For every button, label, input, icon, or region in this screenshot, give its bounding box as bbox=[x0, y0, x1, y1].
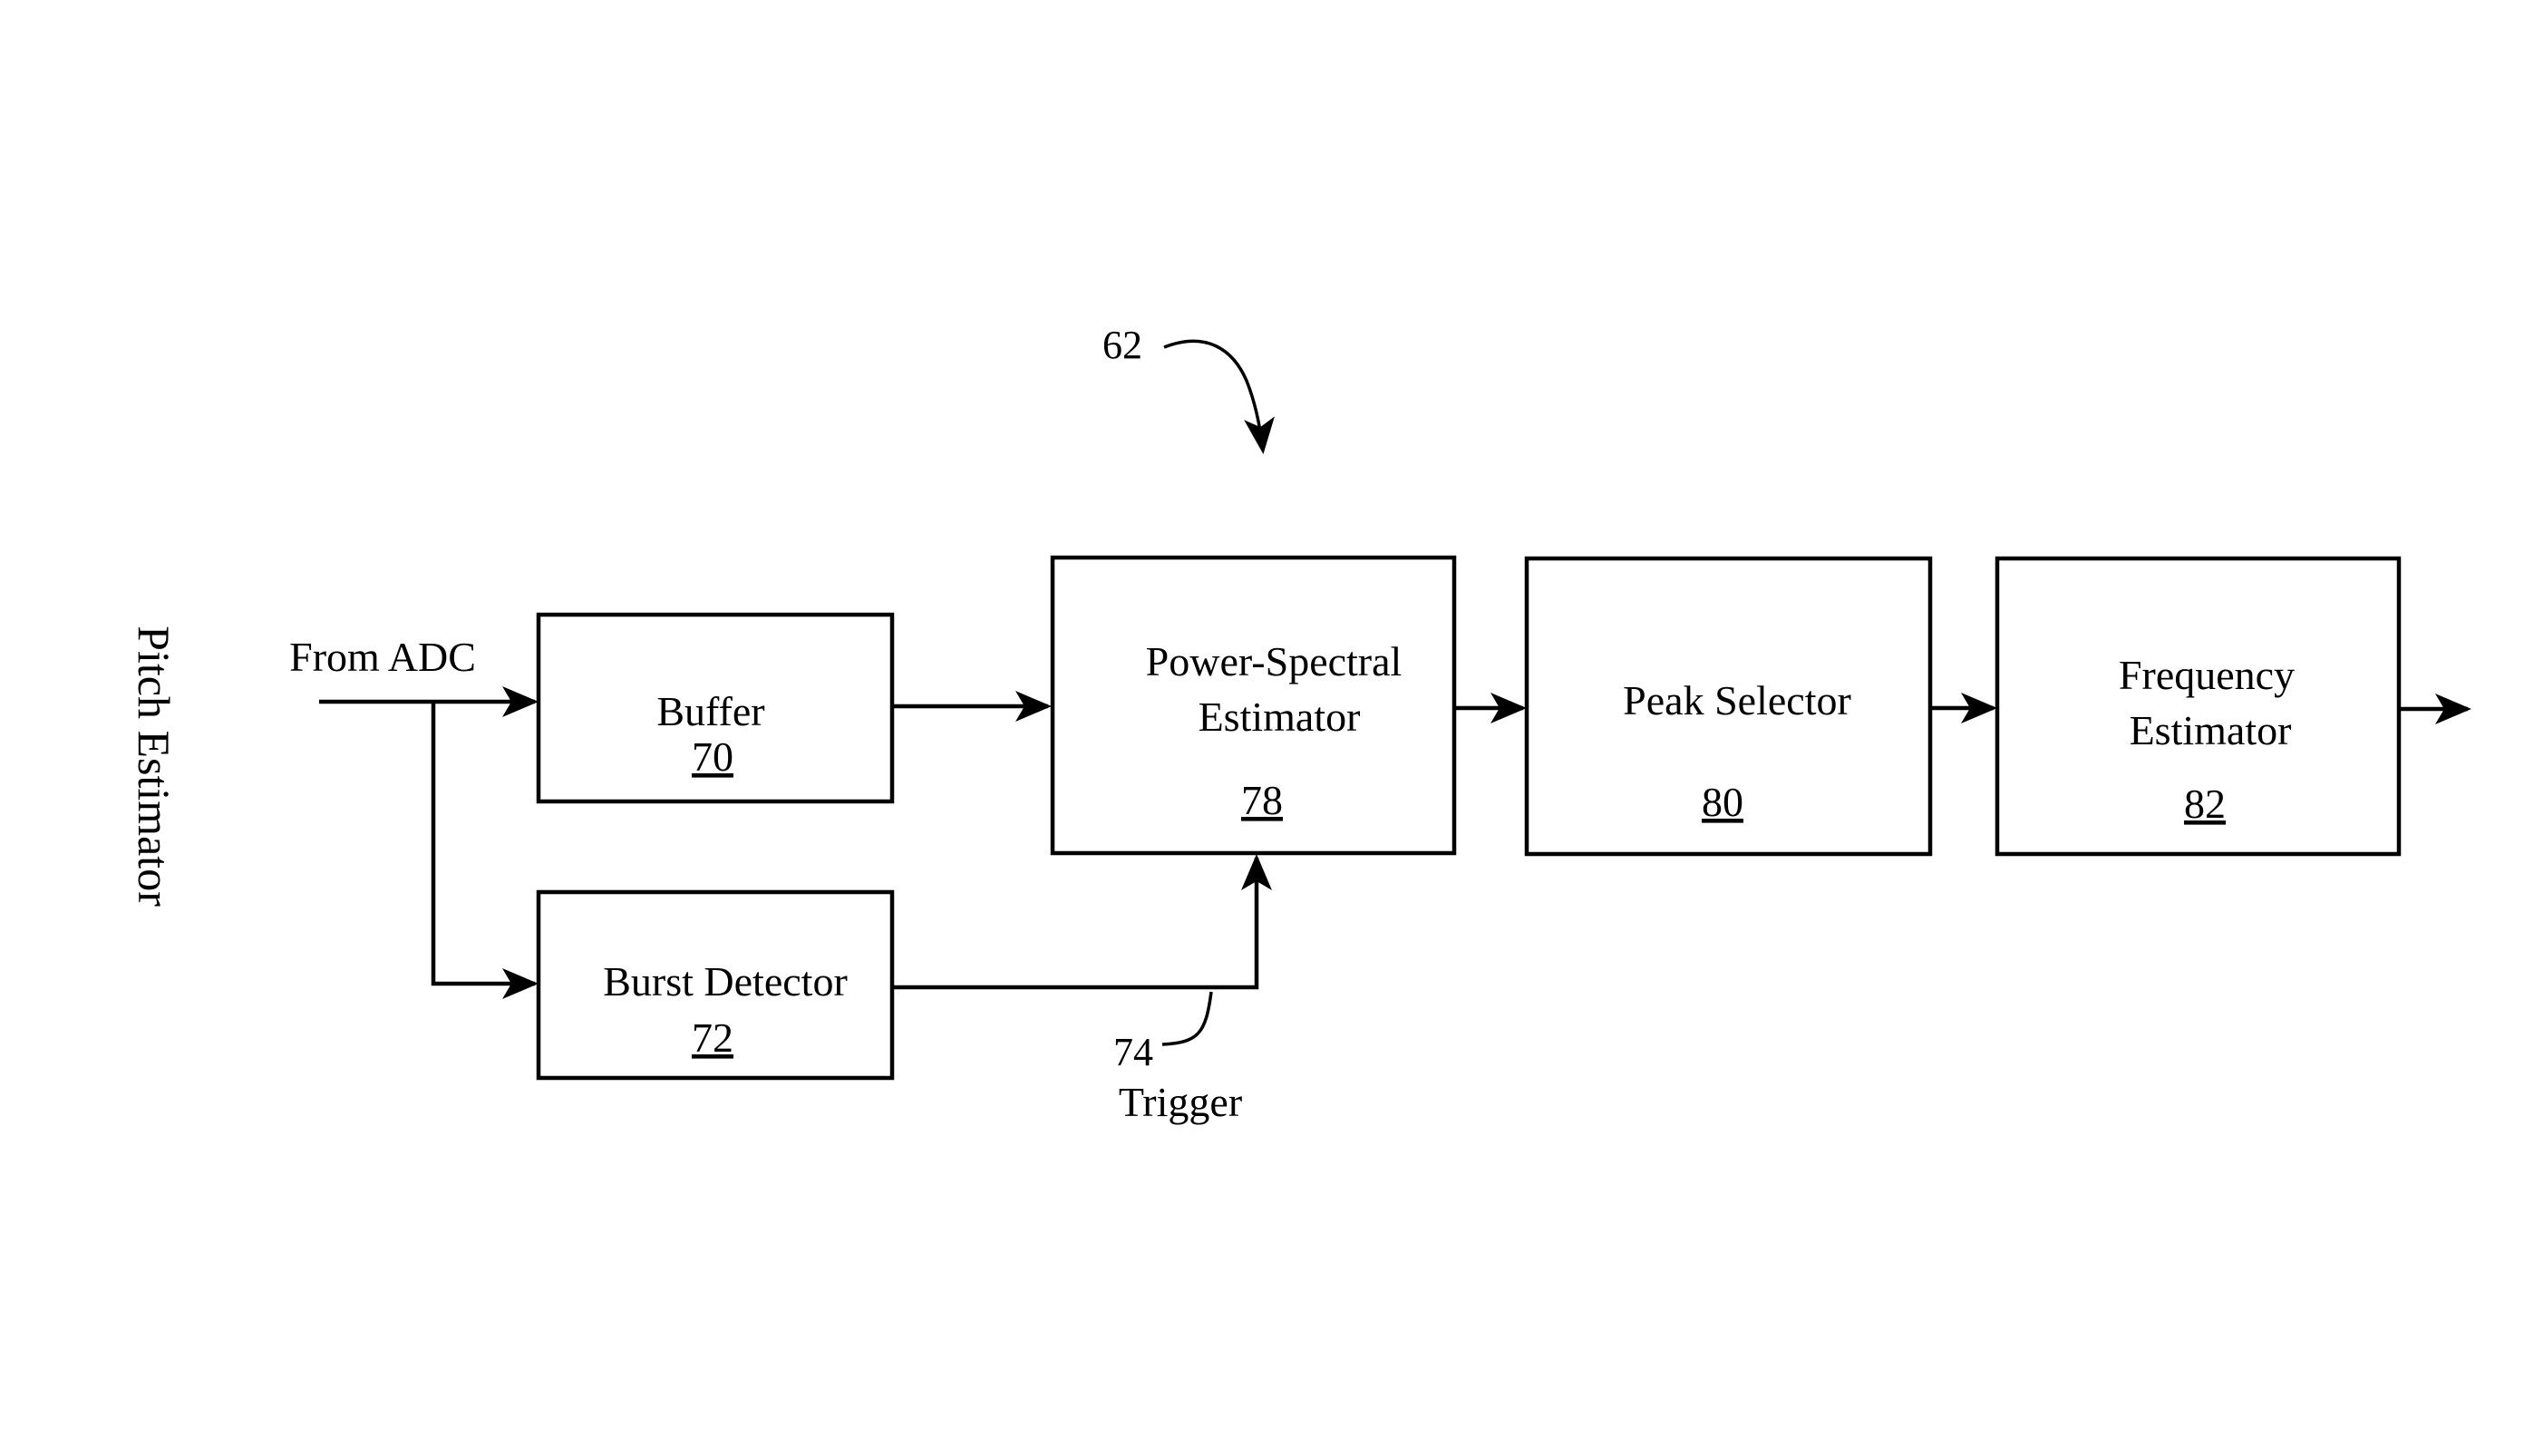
leader-arrow-62 bbox=[1164, 341, 1263, 451]
peak-selector-block: Peak Selector 80 bbox=[1527, 558, 1930, 854]
frequency-estimator-block: Frequency Estimator 82 bbox=[1997, 558, 2399, 854]
freq-number: 82 bbox=[2184, 781, 2226, 827]
leader-line-74 bbox=[1162, 992, 1211, 1044]
freq-label-line1: Frequency bbox=[2119, 652, 2295, 698]
trigger-line bbox=[892, 858, 1257, 987]
psd-number: 78 bbox=[1241, 777, 1283, 823]
psd-label-line1: Power-Spectral bbox=[1146, 638, 1403, 684]
buffer-block: Buffer 70 bbox=[539, 615, 892, 801]
burst-detector-label: Burst Detector bbox=[603, 958, 848, 1005]
trigger-number: 74 bbox=[1113, 1030, 1153, 1074]
psd-label-line2: Estimator bbox=[1199, 694, 1361, 740]
power-spectral-estimator-block: Power-Spectral Estimator 78 bbox=[1053, 558, 1454, 853]
freq-label-line2: Estimator bbox=[2130, 707, 2292, 753]
peak-selector-number: 80 bbox=[1702, 779, 1743, 825]
burst-detector-block: Burst Detector 72 bbox=[539, 892, 892, 1078]
input-label: From ADC bbox=[289, 634, 476, 680]
buffer-label: Buffer bbox=[656, 688, 764, 734]
branch-line bbox=[433, 702, 535, 984]
trigger-label: Trigger bbox=[1119, 1079, 1242, 1125]
peak-selector-label: Peak Selector bbox=[1623, 677, 1851, 723]
reference-numeral-62: 62 bbox=[1102, 323, 1142, 367]
side-title: Pitch Estimator bbox=[129, 626, 180, 907]
burst-detector-number: 72 bbox=[692, 1014, 733, 1061]
buffer-number: 70 bbox=[692, 733, 733, 780]
